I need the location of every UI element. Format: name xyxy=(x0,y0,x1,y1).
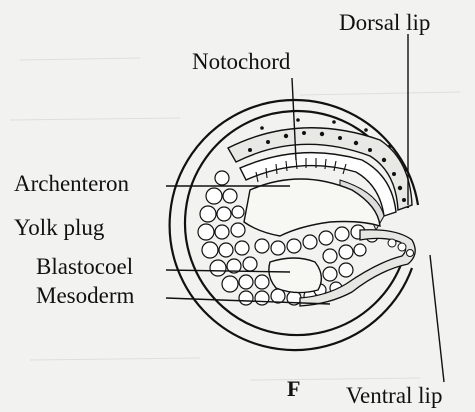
notochord-leader xyxy=(292,78,296,160)
ventral-lip-leader xyxy=(430,255,444,382)
label-archenteron: Archenteron xyxy=(14,171,129,196)
label-mesoderm: Mesoderm xyxy=(36,283,134,308)
label-dorsal-lip: Dorsal lip xyxy=(339,10,430,35)
blastocoel-cavity xyxy=(269,258,322,293)
figure-letter: F xyxy=(287,376,300,401)
label-ventral-lip: Ventral lip xyxy=(346,383,442,408)
label-yolk-plug: Yolk plug xyxy=(14,215,105,240)
embryo xyxy=(170,100,418,350)
label-blastocoel: Blastocoel xyxy=(36,254,133,279)
label-notochord: Notochord xyxy=(192,49,291,74)
